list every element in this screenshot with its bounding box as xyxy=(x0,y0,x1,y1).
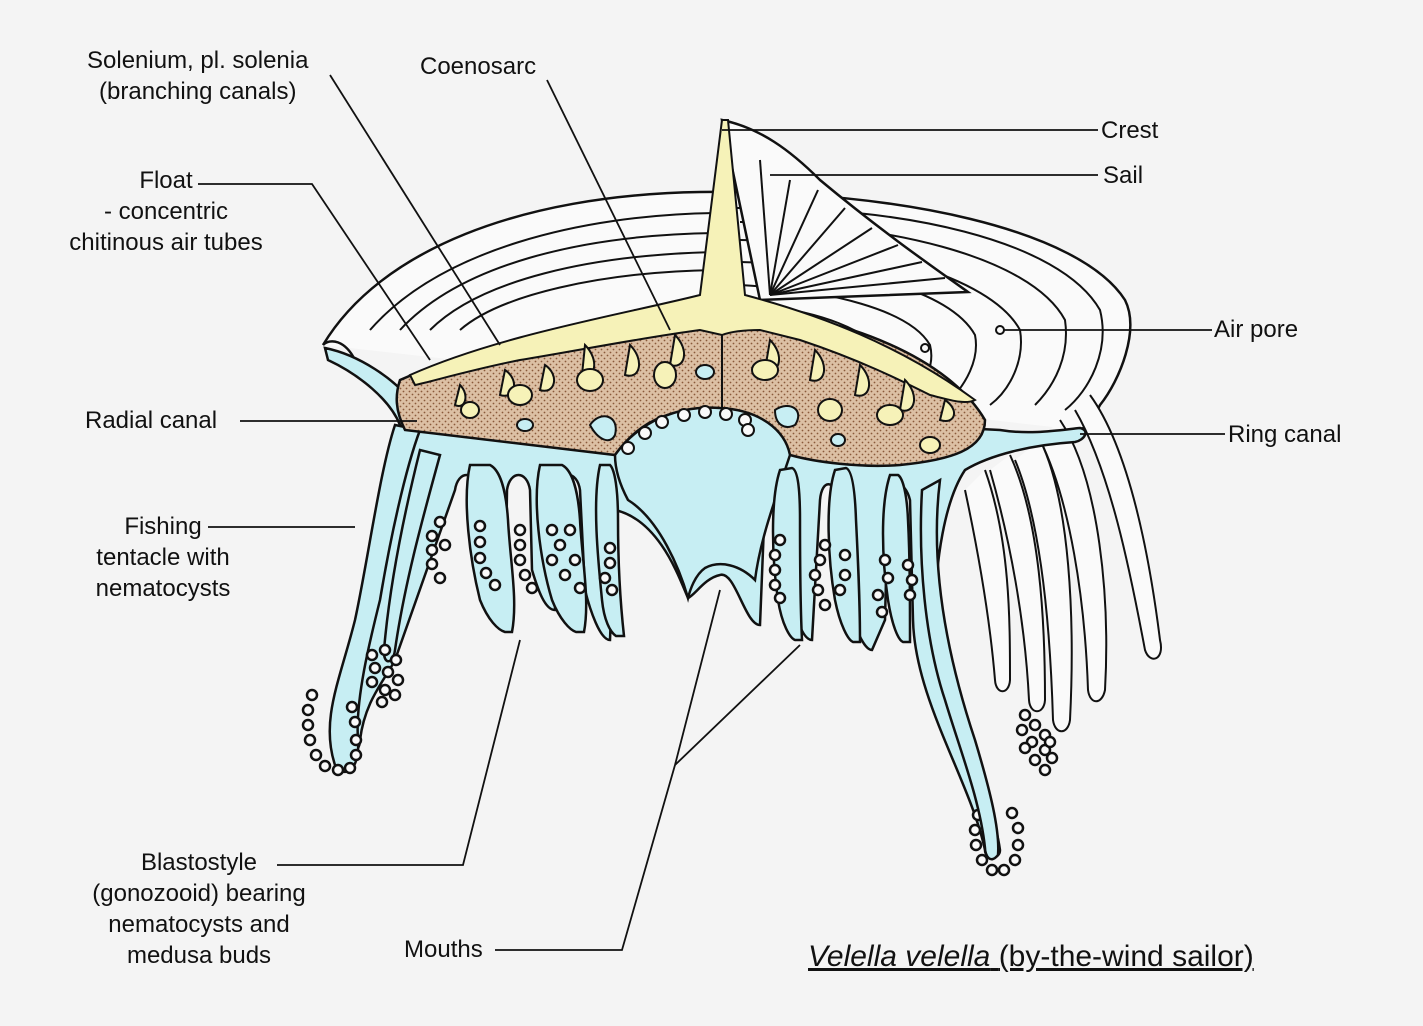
float-label-line3: chitinous air tubes xyxy=(69,229,263,256)
species-name: Velella velella xyxy=(808,940,991,973)
central-gastrozooid xyxy=(613,405,792,603)
nematocyst-clusters xyxy=(301,515,1059,877)
radial-canal-label: Radial canal xyxy=(85,407,218,434)
coenosarc-layer xyxy=(408,119,977,454)
fishing-tentacle-label-line2: tentacle with xyxy=(96,544,230,571)
coenosarc-label: Coenosarc xyxy=(420,53,537,80)
retracted-tentacles xyxy=(964,394,1162,733)
blastostyle-label: Blastostyle (gonozooid) bearing nematocy… xyxy=(78,847,320,971)
mouths-label: Mouths xyxy=(404,936,483,963)
solenium-label: Solenium, pl. solenia (branching canals) xyxy=(87,45,308,107)
blastostyle-label-line4: medusa buds xyxy=(126,942,272,969)
blastostyle-label-line2: (gonozooid) bearing xyxy=(92,880,306,907)
solenium-label-line2: (branching canals) xyxy=(99,78,297,105)
common-name: (by-the-wind sailor) xyxy=(998,940,1254,973)
fishing-tentacle-right xyxy=(919,477,1000,861)
float-label-line1: Float xyxy=(139,167,193,194)
air-pore-label: Air pore xyxy=(1214,316,1299,343)
crest-label: Crest xyxy=(1101,117,1159,144)
leader-lines xyxy=(198,74,1225,951)
sail xyxy=(720,118,972,302)
float-label-line2: - concentric xyxy=(103,198,229,225)
diagram-title: Velella velella (by-the-wind sailor) xyxy=(808,940,1254,974)
blastostyle-label-line1: Blastostyle xyxy=(140,849,258,876)
fishing-tentacle-label-line1: Fishing xyxy=(124,513,202,540)
fishing-tentacle-label-line3: nematocysts xyxy=(95,575,231,602)
float-label: Float - concentric chitinous air tubes xyxy=(59,165,273,258)
blastostyle-label-line3: nematocysts and xyxy=(108,911,290,938)
ring-canal-label: Ring canal xyxy=(1228,421,1342,448)
sail-label: Sail xyxy=(1103,162,1144,189)
fishing-tentacle-left xyxy=(328,423,442,774)
fishing-tentacle-label: Fishing tentacle with nematocysts xyxy=(86,511,240,604)
solenium-label-line1: Solenium, pl. solenia xyxy=(87,47,309,74)
